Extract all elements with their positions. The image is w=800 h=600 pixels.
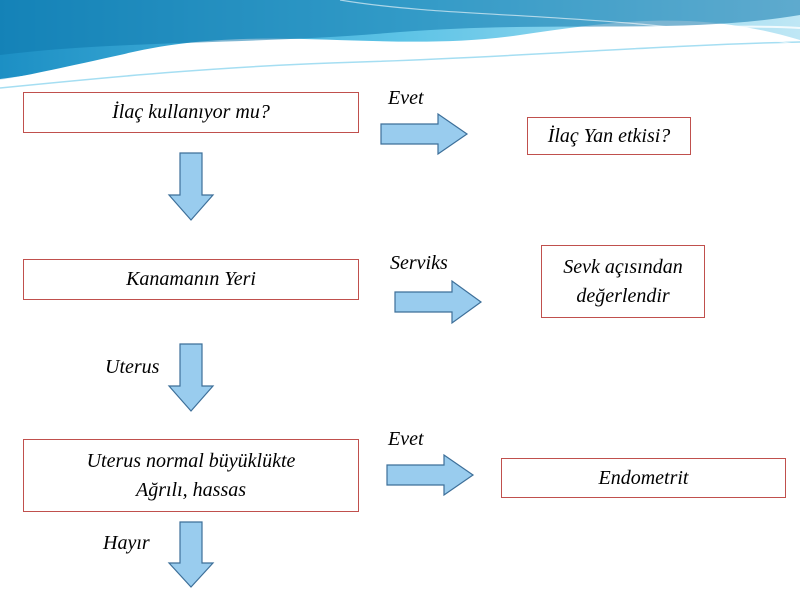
outcome-text-line-1: Sevk açısından bbox=[563, 255, 683, 278]
outcome-text-line-2: değerlendir bbox=[576, 284, 670, 307]
question-box-bleeding-site: Kanamanın Yeri bbox=[23, 259, 359, 300]
outcome-text: İlaç Yan etkisi? bbox=[547, 124, 671, 147]
question-text: Kanamanın Yeri bbox=[126, 268, 256, 290]
branch-label-yes: Evet bbox=[388, 87, 424, 109]
outcome-box-referral: Sevk açısından değerlendir bbox=[541, 245, 705, 318]
outcome-box-side-effect: İlaç Yan etkisi? bbox=[527, 117, 691, 155]
down-arrow bbox=[167, 521, 215, 588]
question-text-line-2: Ağrılı, hassas bbox=[135, 478, 247, 501]
question-box-uterus-size: Uterus normal büyüklükte Ağrılı, hassas bbox=[23, 439, 359, 512]
down-arrow bbox=[167, 152, 215, 221]
branch-label-cervix: Serviks bbox=[390, 252, 448, 274]
outcome-box-endometritis: Endometrit bbox=[501, 458, 786, 498]
down-arrow bbox=[167, 343, 215, 412]
question-text: İlaç kullanıyor mu? bbox=[112, 101, 270, 123]
question-box-medication: İlaç kullanıyor mu? bbox=[23, 92, 359, 133]
outcome-text: Endometrit bbox=[598, 466, 689, 489]
branch-label-yes: Evet bbox=[388, 428, 424, 450]
down-label-no: Hayır bbox=[103, 532, 150, 554]
right-arrow bbox=[380, 112, 469, 156]
down-label-uterus: Uterus bbox=[105, 356, 160, 378]
question-text-line-1: Uterus normal büyüklükte bbox=[86, 449, 296, 472]
right-arrow bbox=[386, 453, 475, 497]
right-arrow bbox=[394, 279, 483, 325]
header-wave-decoration bbox=[0, 0, 800, 95]
